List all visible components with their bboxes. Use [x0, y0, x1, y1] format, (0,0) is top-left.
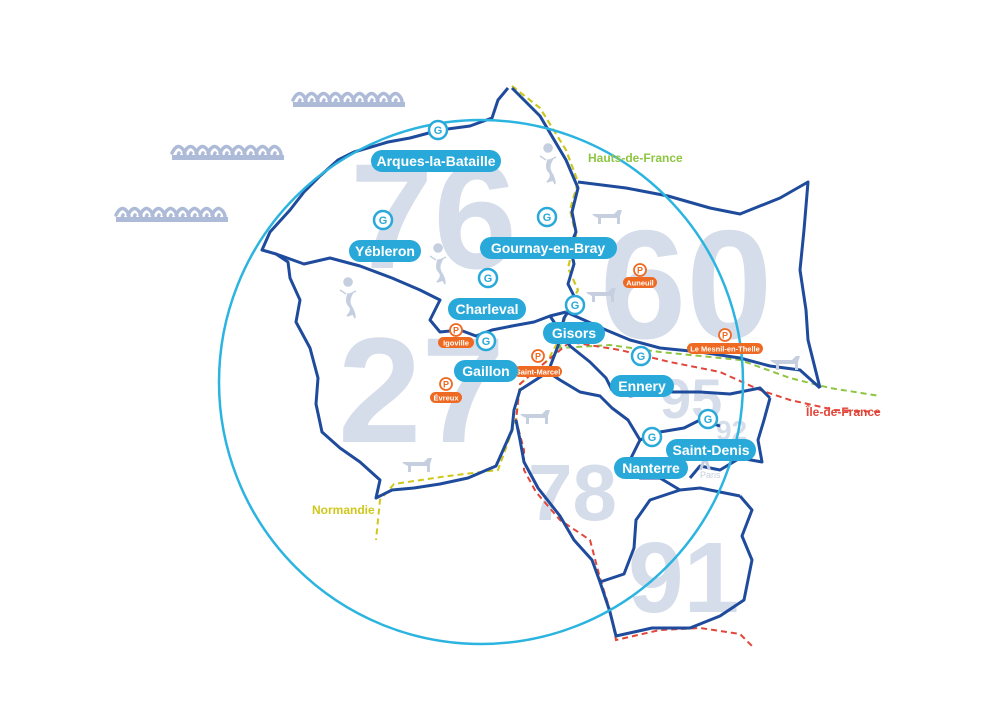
department-number-27: 27 [338, 306, 505, 474]
parking-label: Évreux [433, 394, 459, 403]
site-label: Gaillon [462, 363, 509, 379]
parking-label: Saint-Marcel [516, 368, 561, 377]
parking-markers: P Auneuil P Igoville P Saint-Marcel P Év… [430, 263, 763, 403]
site-label: Nanterre [622, 460, 680, 476]
wave-icon [291, 91, 407, 109]
pin-icon [564, 294, 586, 316]
site-marker[interactable]: G Gisors [543, 294, 605, 344]
svg-text:G: G [379, 215, 388, 227]
paris-label: Paris [700, 470, 721, 480]
parking-marker[interactable]: P Igoville [438, 323, 474, 348]
svg-text:G: G [648, 432, 657, 444]
parking-icon: P [443, 380, 449, 390]
site-marker[interactable]: G Yébleron [349, 209, 421, 262]
parking-label: Igoville [443, 339, 469, 348]
pin-icon [477, 267, 499, 289]
parking-icon: P [722, 331, 728, 341]
region-label-hauts-de-france: Hauts-de-France [588, 151, 683, 165]
site-markers: G Arques-la-Bataille G Yébleron G Gourna… [349, 119, 756, 479]
site-label: Arques-la-Bataille [376, 153, 495, 169]
parking-marker[interactable]: P Saint-Marcel [514, 349, 562, 377]
site-marker[interactable]: G Arques-la-Bataille [371, 119, 501, 172]
wave-icon [114, 206, 230, 224]
svg-text:G: G [484, 273, 493, 285]
site-label: Ennery [618, 378, 666, 394]
site-label: Gournay-en-Bray [491, 240, 606, 256]
site-marker[interactable]: G Ennery [610, 345, 674, 397]
site-marker[interactable]: G Nanterre [614, 426, 688, 479]
site-label: Saint-Denis [672, 442, 749, 458]
site-label: Charleval [455, 301, 518, 317]
svg-text:G: G [704, 414, 713, 426]
parking-icon: P [535, 352, 541, 362]
wave-icon [170, 144, 286, 162]
mermaid-icon [539, 143, 557, 185]
svg-text:G: G [434, 125, 443, 137]
svg-text:G: G [637, 351, 646, 363]
svg-text:G: G [543, 212, 552, 224]
pin-icon [372, 209, 394, 231]
parking-icon: P [637, 266, 643, 276]
svg-text:G: G [571, 300, 580, 312]
site-marker[interactable]: G Gaillon [454, 330, 518, 382]
parking-label: Le Mesnil-en-Thelle [690, 345, 760, 354]
site-marker[interactable]: G Gournay-en-Bray [480, 206, 617, 259]
region-label-normandie: Normandie [312, 503, 375, 517]
pin-icon [697, 408, 719, 430]
site-label: Yébleron [355, 243, 415, 259]
coverage-circle [217, 118, 745, 646]
boundary-ile-de-france [514, 340, 881, 647]
parking-marker[interactable]: P Évreux [430, 377, 462, 403]
site-marker[interactable]: G Saint-Denis [666, 408, 756, 461]
pin-icon [427, 119, 449, 141]
cow-icon [520, 410, 550, 424]
parking-marker[interactable]: P Auneuil [623, 263, 657, 288]
site-marker[interactable]: G Charleval [448, 267, 526, 320]
pin-icon [475, 330, 497, 352]
parking-label: Auneuil [626, 279, 654, 288]
pin-icon [641, 426, 663, 448]
parking-icon: P [453, 326, 459, 336]
pin-icon [630, 345, 652, 367]
site-label: Gisors [552, 325, 597, 341]
department-number-91: 91 [628, 522, 739, 634]
svg-text:G: G [482, 336, 491, 348]
parking-marker[interactable]: P Le Mesnil-en-Thelle [687, 328, 763, 354]
pin-icon [536, 206, 558, 228]
region-label-ile-de-france: Île-de-France [805, 404, 881, 419]
